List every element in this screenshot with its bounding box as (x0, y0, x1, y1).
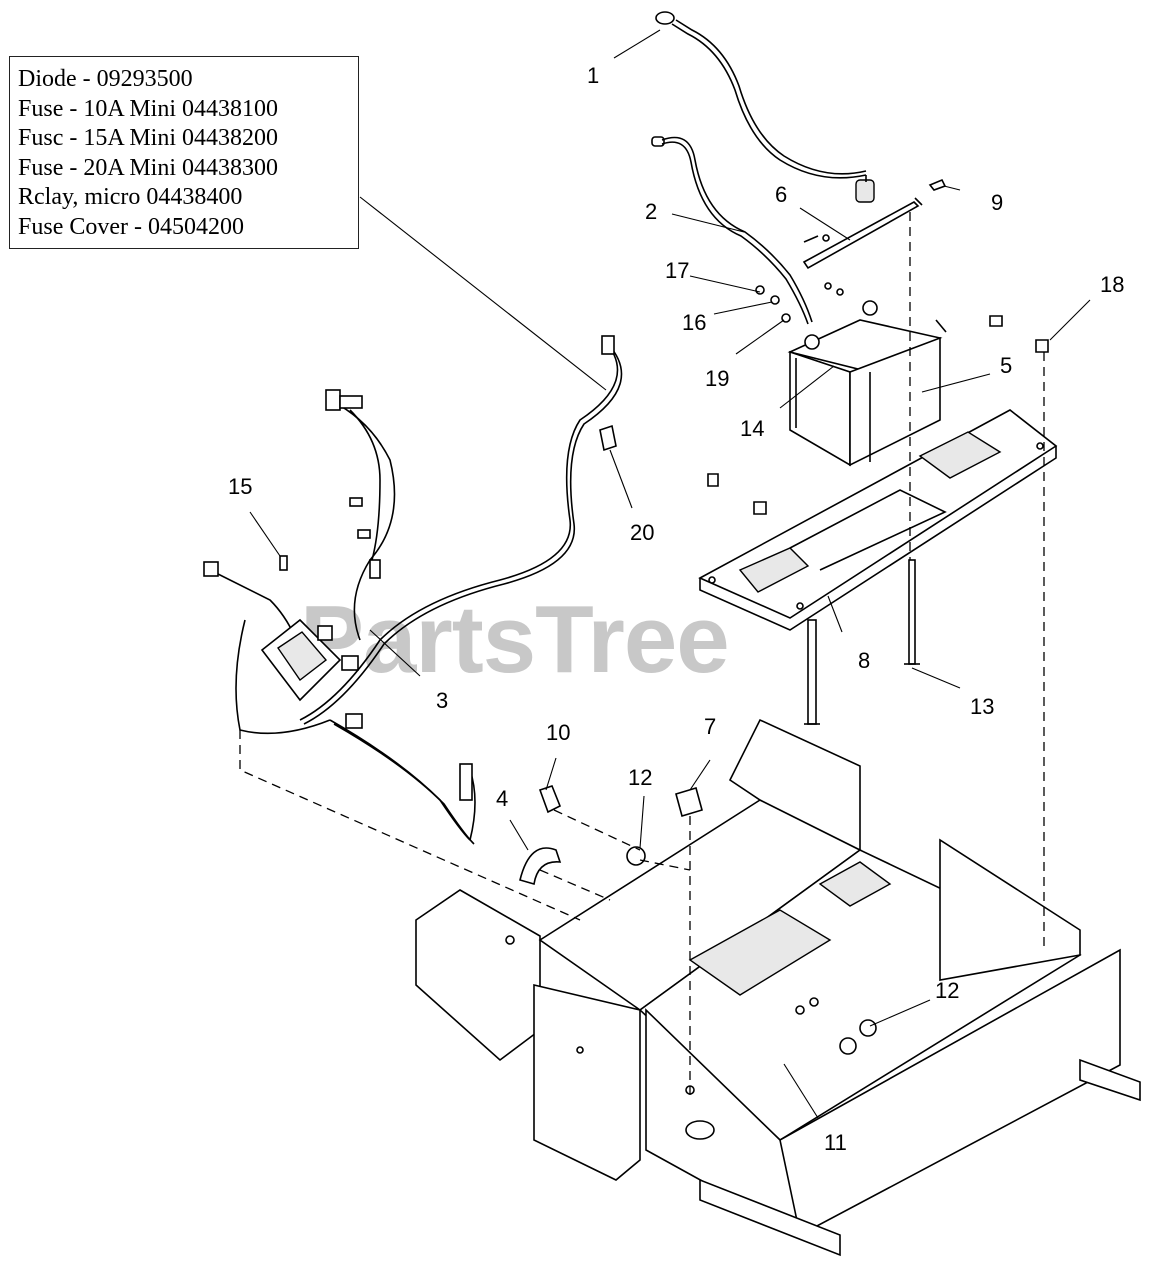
clip-10 (538, 785, 562, 814)
legend-line-fuse-20a: Fuse - 20A Mini 04438300 (18, 154, 279, 181)
legend-line-fuse-10a: Fuse - 10A Mini 04438100 (18, 95, 279, 122)
relay-7 (675, 786, 703, 818)
legend-line-fuse-cover: Fuse Cover - 04504200 (18, 213, 244, 240)
legend-leader-line (359, 196, 607, 391)
callout-18: 18 (1100, 272, 1124, 297)
part-number-legend: Diode - 09293500 Fuse - 10A Mini 0443810… (9, 56, 359, 249)
callout-14: 14 (740, 416, 764, 441)
callout-1: 1 (587, 63, 599, 88)
callout-3: 3 (436, 688, 448, 713)
grommet-4 (519, 847, 562, 886)
callout-19: 19 (705, 366, 729, 391)
callout-4: 4 (496, 786, 508, 811)
callout-20: 20 (630, 520, 654, 545)
battery-tray-8 (698, 409, 1058, 631)
rods-13 (804, 559, 920, 725)
legend-line-fuse-15a: Fusc - 15A Mini 04438200 (18, 125, 279, 152)
callout-12-upper: 12 (628, 765, 652, 790)
battery-cable-2 (651, 136, 813, 325)
watermark-text: PartsTree (300, 586, 729, 693)
callout-6: 6 (775, 182, 787, 207)
legend-line-diode: Diode - 09293500 (18, 66, 193, 92)
leader-lines (249, 29, 1091, 1119)
battery-hardware (707, 282, 1049, 515)
screw-15 (279, 555, 288, 571)
callout-7: 7 (704, 714, 716, 739)
callout-5: 5 (1000, 353, 1012, 378)
wing-nut-9 (928, 178, 947, 191)
callout-15: 15 (228, 474, 252, 499)
battery-5 (787, 300, 943, 467)
callout-16: 16 (682, 310, 706, 335)
callout-13: 13 (970, 694, 994, 719)
callout-2: 2 (645, 199, 657, 224)
battery-cable-1 (655, 11, 875, 203)
callout-9: 9 (991, 190, 1003, 215)
wiring-harness-3 (203, 335, 623, 845)
legend-line-relay: Rclay, micro 04438400 (18, 184, 243, 211)
sensor-20 (599, 424, 617, 452)
frame-assembly (415, 718, 1141, 1257)
callout-10: 10 (546, 720, 570, 745)
callout-11: 11 (824, 1130, 847, 1155)
callout-17: 17 (665, 258, 689, 283)
alignment-dashes (239, 212, 1045, 1100)
bushing-12 (626, 846, 646, 866)
callout-8: 8 (858, 648, 870, 673)
callout-12-lower: 12 (935, 978, 959, 1003)
hold-down-bar-6 (802, 197, 923, 270)
